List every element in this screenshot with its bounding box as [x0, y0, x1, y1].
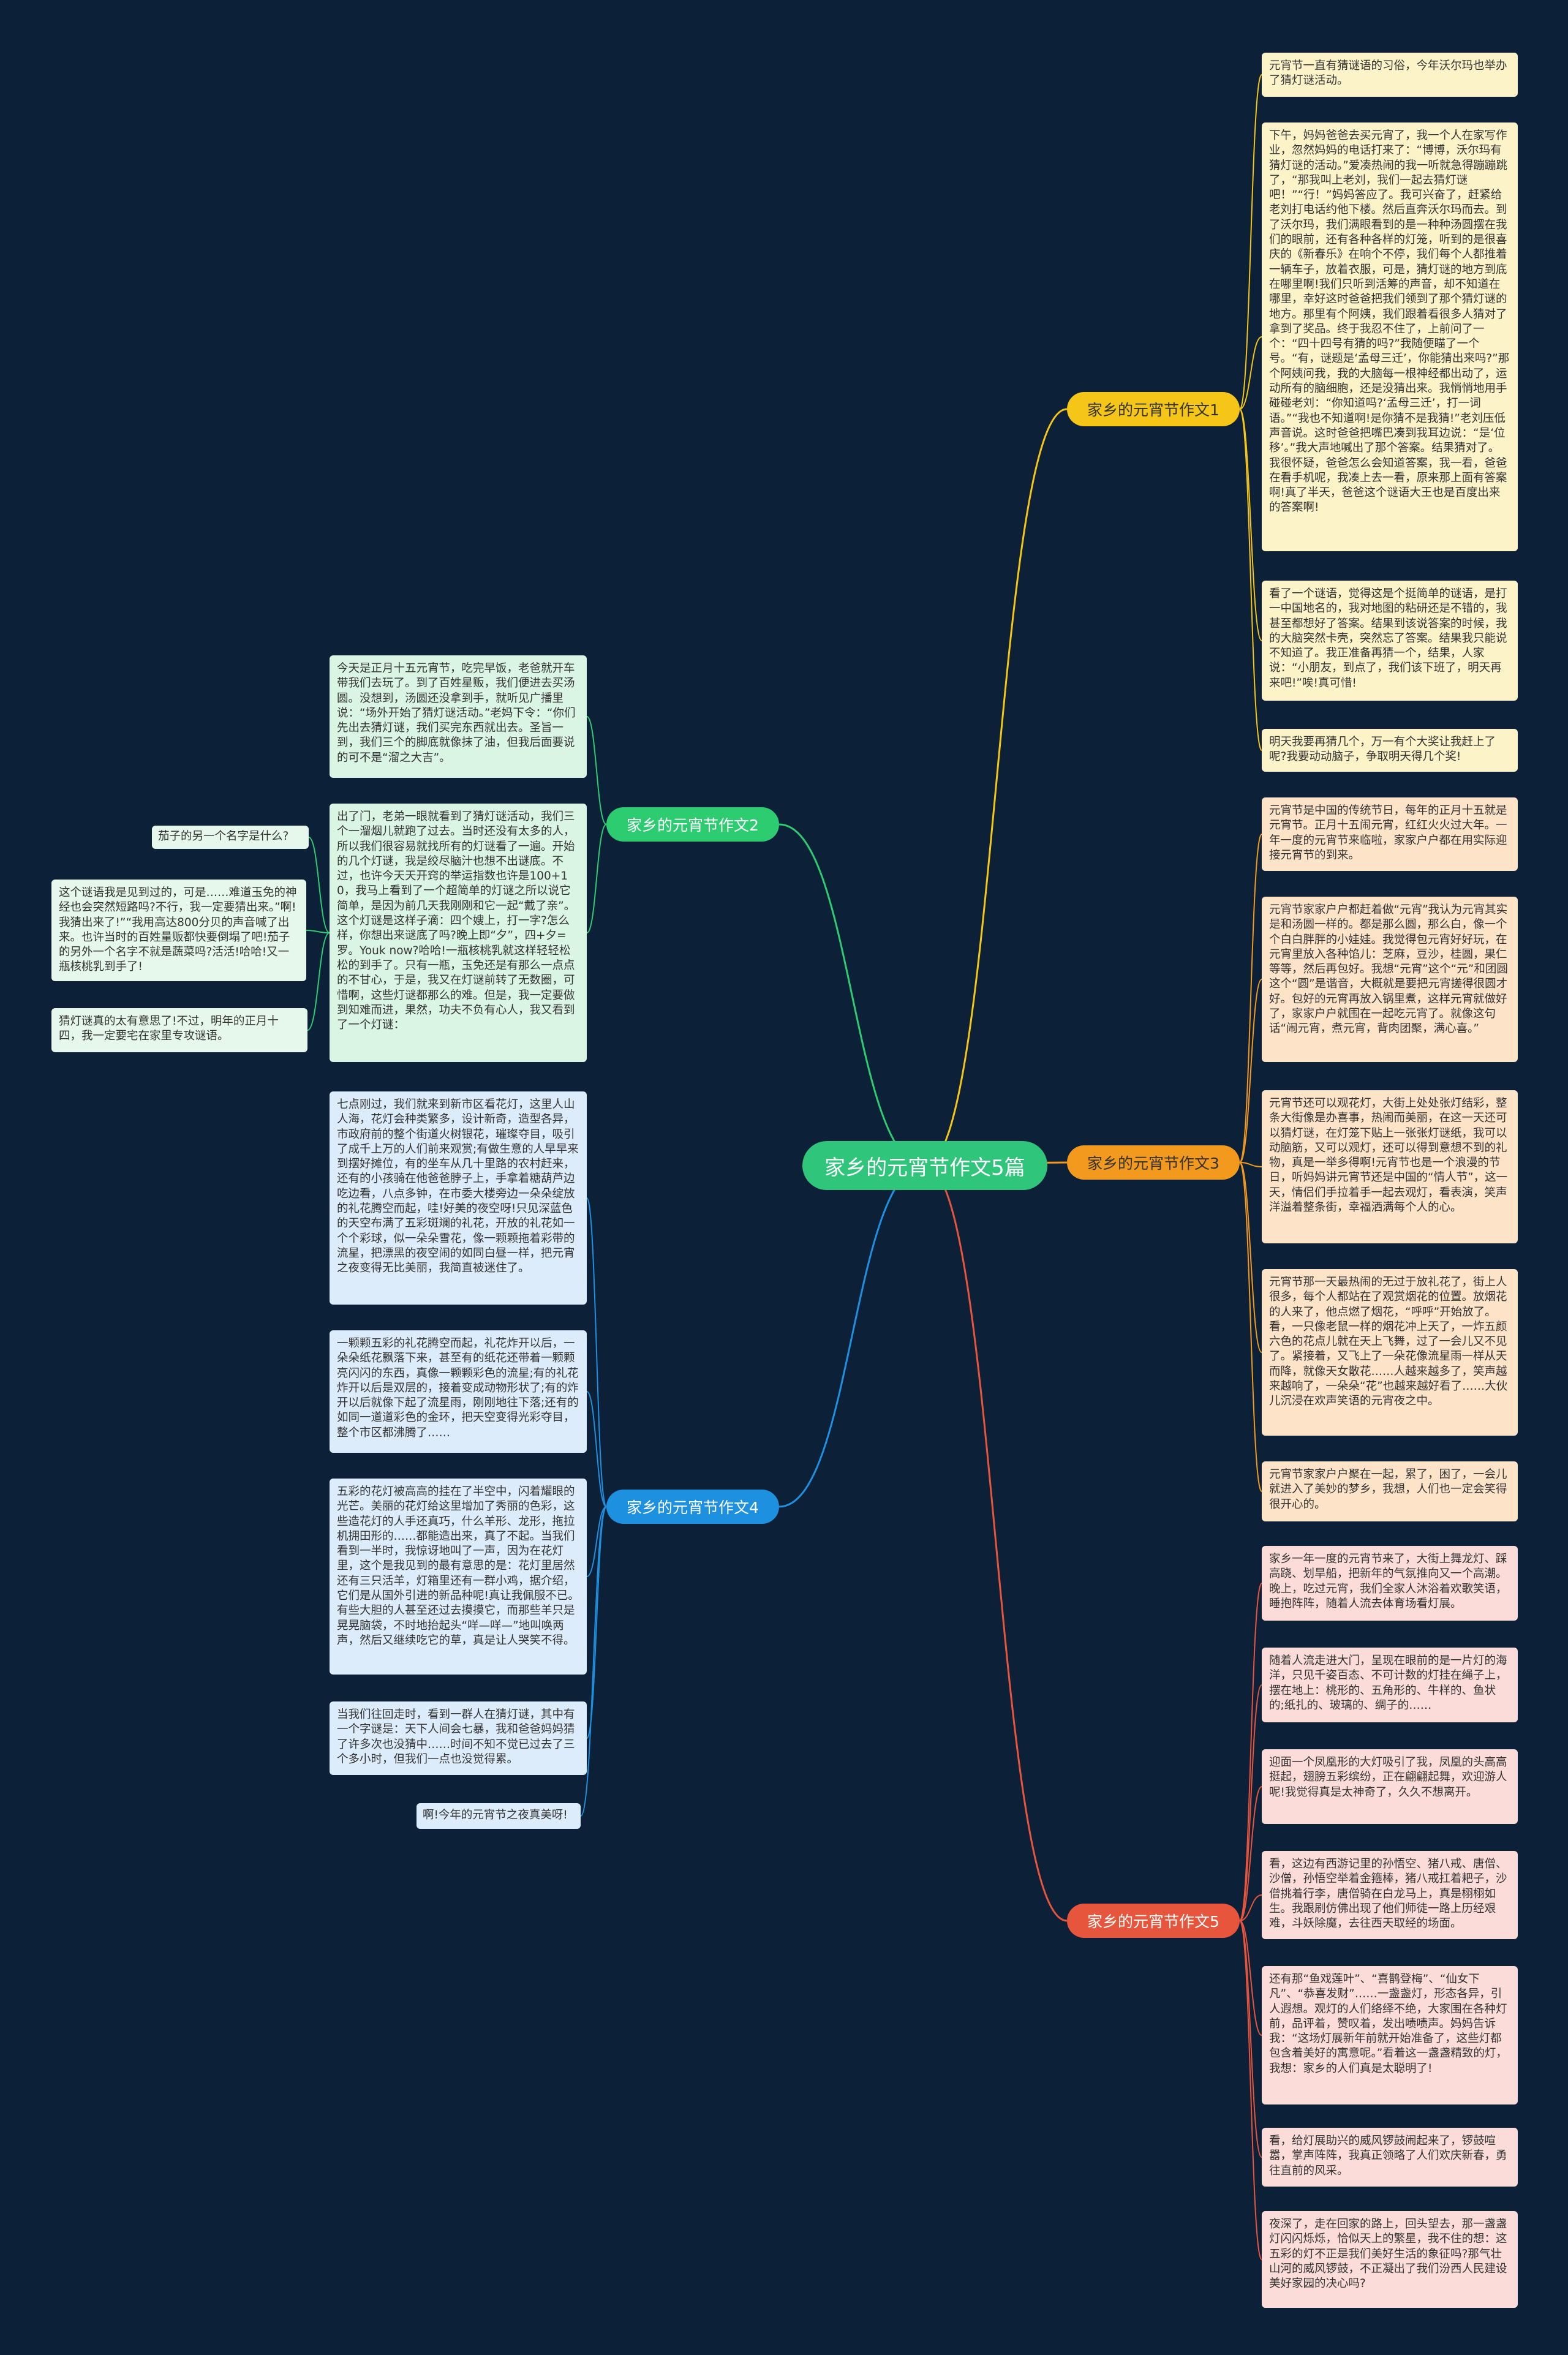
branch-3-card-1: 元宵节是中国的传统节日，每年的正月十五就是元宵节。正月十五闹元宵，红红火火过大年… [1262, 797, 1518, 871]
branch-4-card-3: 五彩的花灯被高高的挂在了半空中，闪着耀眼的光芒。美丽的花灯给这里增加了秀丽的色彩… [330, 1479, 587, 1675]
branch-5-card-5: 还有那“鱼戏莲叶”、“喜鹊登梅”、“仙女下凡”、“恭喜发财”……一盏盏灯，形态各… [1262, 1966, 1518, 2104]
branch-1-card-3: 看了一个谜语，觉得这是个挺简单的谜语，是打一中国地名的，我对地图的粘研还是不错的… [1262, 581, 1518, 701]
branch-5-card-3: 迎面一个凤凰形的大灯吸引了我，凤凰的头高高挺起，翅膀五彩缤纷，正在翩翩起舞，欢迎… [1262, 1749, 1518, 1824]
branch-3-topic[interactable]: 家乡的元宵节作文3 [1067, 1145, 1240, 1180]
edge-branch-1-card-4 [1239, 409, 1262, 751]
edge-branch-3-card-1 [1239, 834, 1262, 1163]
edge-branch-1-card-3 [1239, 409, 1262, 641]
root-topic[interactable]: 家乡的元宵节作文5篇 [802, 1141, 1047, 1190]
branch-4-topic[interactable]: 家乡的元宵节作文4 [606, 1490, 779, 1524]
edge-branch-5-card-2 [1239, 1684, 1262, 1921]
edge-branch-3-card-4 [1239, 1162, 1262, 1353]
edge-branch-3-card-3 [1239, 1162, 1262, 1167]
branch-2-subcard-2: 这个谜语我是见到过的，可是……难道玉免的神经也会突然短路吗?不行，我一定要猜出来… [51, 880, 306, 981]
branch-2-topic[interactable]: 家乡的元宵节作文2 [606, 807, 779, 842]
branch-5-card-1: 家乡一年一度的元宵节来了，大街上舞龙灯、踩高跷、划旱船，把新年的气氛推向又一个高… [1262, 1546, 1518, 1621]
edge-branch-4-card-3 [586, 1506, 607, 1577]
branch-5-topic[interactable]: 家乡的元宵节作文5 [1067, 1904, 1240, 1938]
edge-branch-5-card-3 [1239, 1786, 1262, 1921]
branch-4-card-5: 啊!今年的元宵节之夜真美呀! [417, 1803, 581, 1829]
edge-branch-3-card-2 [1239, 979, 1262, 1163]
edge-branch-4-card-2 [586, 1391, 607, 1507]
branch-5-card-2: 随着人流走进大门，呈现在眼前的是一片灯的海洋，只见千姿百态、不可计数的灯挂在绳子… [1262, 1648, 1518, 1722]
branch-2-card-1: 今天是正月十五元宵节，吃完早饭，老爸就开车带我们去玩了。到了百姓星贩，我们便进去… [330, 655, 587, 778]
branch-5-card-4: 看，这边有西游记里的孙悟空、猪八戒、唐僧、沙僧，孙悟空举着金箍棒，猪八戒扛着耙子… [1262, 1851, 1518, 1939]
edge-branch-5-card-4 [1239, 1894, 1262, 1921]
branch-4-card-1: 七点刚过，我们就来到新市区看花灯，这里人山人海，花灯会种类繁多，设计新奇，造型各… [330, 1091, 587, 1305]
edge-root-branch-2 [778, 823, 925, 1167]
branch-4-card-4: 当我们往回走时，看到一群人在猜灯谜，其中有一个字谜是：天下人间会七暴，我和爸爸妈… [330, 1701, 587, 1775]
edge-branch-5-card-5 [1239, 1920, 1262, 2036]
edge-branch-4-card-1 [586, 1197, 607, 1507]
edge-root-branch-1 [924, 408, 1068, 1167]
branch-2-subcard-1: 茄子的另一个名字是什么? [152, 826, 309, 849]
edge-branch-5-card-6 [1239, 1920, 1262, 2158]
branch-3-card-3: 元宵节还可以观花灯，大街上处处张灯结彩，整条大街像是办喜事，热闹而美丽，在这一天… [1262, 1090, 1518, 1243]
edge-branch-5-card-1 [1239, 1583, 1262, 1921]
edge-branch-5-card-7 [1239, 1920, 1262, 2260]
branch-2-subcard-3: 猜灯谜真的太有意思了!不过，明年的正月十四，我一定要宅在家里专攻谜语。 [51, 1008, 307, 1052]
branch-1-topic[interactable]: 家乡的元宵节作文1 [1067, 392, 1240, 426]
branch-1-card-2: 下午，妈妈爸爸去买元宵了，我一个人在家写作业，忽然妈妈的电话打来了：“博博，沃尔… [1262, 122, 1518, 551]
branch-1-card-1: 元宵节一直有猜谜语的习俗，今年沃尔玛也举办了猜灯谜活动。 [1262, 53, 1518, 97]
edge-branch-2-subcard-3 [307, 932, 330, 1031]
edge-branch-1-card-1 [1239, 74, 1262, 410]
branch-4-card-2: 一颗颗五彩的礼花腾空而起，礼花炸开以后，一朵朵纸花飘落下来，甚至有的纸花还带着一… [330, 1330, 587, 1453]
edge-branch-4-card-5 [580, 1506, 607, 1817]
edge-branch-2-card-2 [586, 824, 607, 933]
branch-2-card-2: 出了门，老弟一眼就看到了猜灯谜活动，我们三个一溜烟儿就跑了过去。当时还没有太多的… [330, 804, 587, 1062]
edge-branch-2-subcard-1 [308, 837, 330, 933]
branch-1-card-4: 明天我要再猜几个，万一有个大奖让我赶上了呢?我要动动脑子，争取明天得几个奖! [1262, 729, 1518, 772]
branch-3-card-2: 元宵节家家户户都赶着做“元宵”我认为元宵其实是和汤圆一样的。都是那么圆，那么白，… [1262, 897, 1518, 1062]
branch-5-card-7: 夜深了，走在回家的路上，回头望去，那一盏盏灯闪闪烁烁，恰似天上的繁星，我不住的想… [1262, 2211, 1518, 2308]
edge-branch-2-card-1 [586, 716, 607, 825]
edge-root-branch-5 [924, 1164, 1068, 1922]
edge-branch-1-card-2 [1239, 336, 1262, 410]
branch-5-card-6: 看，给灯展助兴的威风锣鼓闹起来了，锣鼓喧嚣，掌声阵阵，我真正领略了人们欢庆新春，… [1262, 2128, 1518, 2187]
edge-branch-2-subcard-2 [306, 930, 330, 933]
branch-3-card-4: 元宵节那一天最热闹的无过于放礼花了，街上人很多，每个人都站在了观赏烟花的位置。放… [1262, 1269, 1518, 1436]
branch-3-card-5: 元宵节家家户户聚在一起，累了，困了，一会儿就进入了美妙的梦乡，我想，人们也一定会… [1262, 1461, 1518, 1521]
edge-branch-3-card-5 [1239, 1162, 1262, 1492]
edge-root-branch-4 [778, 1164, 925, 1508]
